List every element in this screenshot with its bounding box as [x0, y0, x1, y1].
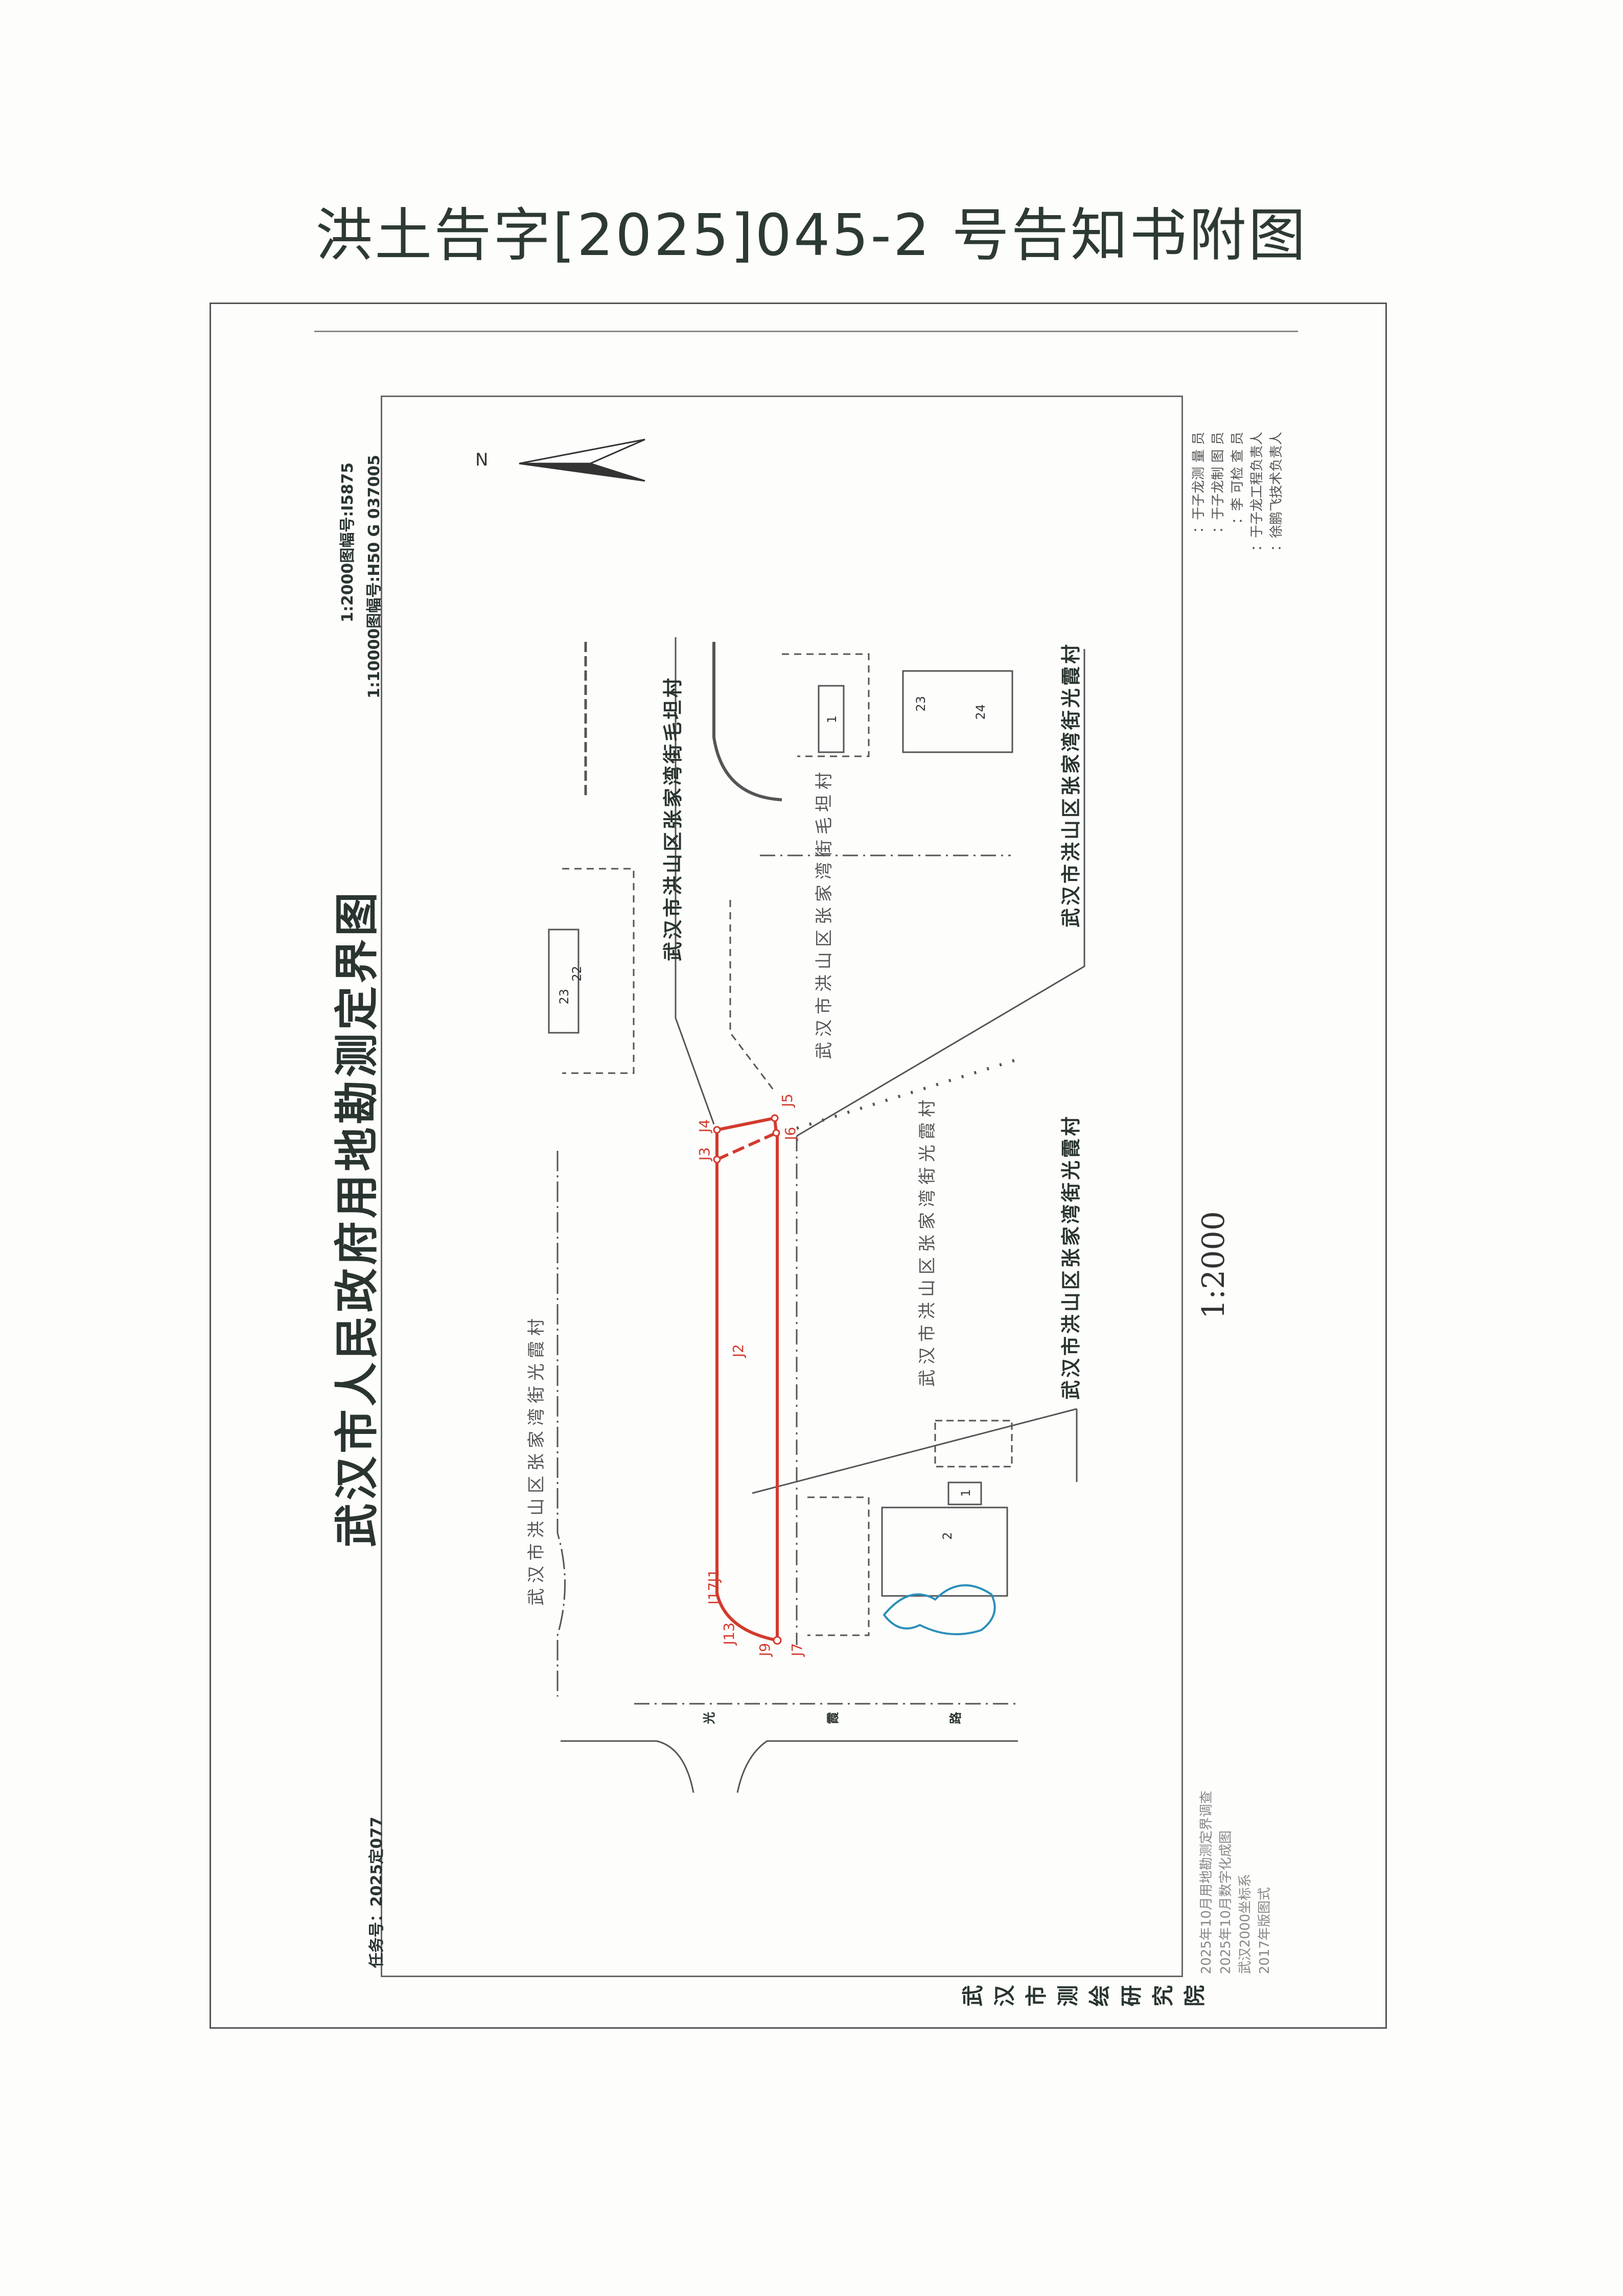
- point-label-j4: J4: [696, 1119, 713, 1133]
- curb-line: [712, 642, 782, 801]
- scale-label: 1:2000: [1196, 1211, 1232, 1319]
- road-label-char: 霞: [826, 1712, 840, 1724]
- dotted-line: [796, 1058, 1018, 1130]
- building-number: 24: [973, 704, 988, 720]
- building-outline: [947, 1481, 982, 1505]
- top-rule-divider: [314, 331, 1298, 332]
- road-line: [736, 1740, 1018, 1793]
- sheet-number-2000: 1:2000图幅号:I5875: [339, 462, 357, 623]
- building-outline: [902, 670, 1013, 753]
- north-label: N: [475, 450, 489, 470]
- village-label: 武汉市洪山区张家湾街光霞村: [917, 1095, 938, 1387]
- left-edge-line: [557, 1151, 566, 1697]
- institute-char: 究: [1150, 1985, 1176, 2007]
- legend-line: ：徐鹏飞技术负责人: [1269, 432, 1284, 552]
- village-label: 武汉市洪山区张家湾街毛坦村: [814, 767, 834, 1059]
- institute-char: 市: [1024, 1985, 1049, 2007]
- village-label: 武汉市洪山区张家湾街光霞村: [526, 1313, 547, 1606]
- boundary-point-markers: [713, 1114, 782, 1645]
- building-number: 1: [959, 1489, 973, 1497]
- outer-frame: [210, 303, 1387, 2029]
- dashed-line: [729, 900, 776, 1092]
- point-label-j3: J3: [696, 1147, 713, 1161]
- building-number: 2: [940, 1532, 955, 1540]
- institute-char: 研: [1119, 1985, 1144, 2007]
- pond-outline: [883, 1584, 996, 1635]
- map-title: 武汉市人民政府用地勘测定界图: [332, 889, 383, 1547]
- building-number: 23: [914, 696, 928, 712]
- building-outline: [881, 1506, 1008, 1597]
- legend-line: ：于子龙测 量 员: [1191, 432, 1207, 534]
- note-line: 2017年版图式: [1257, 1887, 1272, 1974]
- legend-line: ：于子龙工程负责人: [1249, 432, 1265, 552]
- village-label: 武汉市洪山区张家湾街光霞村: [1060, 1114, 1082, 1400]
- building-outline: [548, 929, 579, 1034]
- building-outline: [818, 685, 845, 753]
- road-edge-line: [675, 637, 715, 1125]
- parcel-boundary: [715, 1116, 779, 1642]
- road-line: [561, 1740, 694, 1793]
- road-label-char: 光: [702, 1712, 716, 1724]
- building-number: 1: [825, 715, 839, 724]
- dashed-line: [782, 653, 870, 757]
- dashed-line: [562, 868, 635, 1074]
- institute-char: 武: [960, 1985, 986, 2007]
- map-frame: [381, 396, 1183, 1977]
- institute-char: 汉: [992, 1985, 1017, 2007]
- point-label-j7: J7: [789, 1643, 805, 1657]
- document-title: 洪土告字[2025]045-2 号告知书附图: [315, 202, 1308, 269]
- point-label-j5: J5: [779, 1094, 796, 1107]
- point-label-j2: J2: [730, 1344, 747, 1358]
- note-line: 2025年10月数字化成图: [1218, 1830, 1234, 1974]
- point-label-j6: J6: [782, 1127, 799, 1141]
- institute-char: 院: [1182, 1985, 1208, 2007]
- note-line: 2025年10月用地勘测定界调查: [1199, 1790, 1214, 1974]
- point-label-j9: J9: [756, 1643, 773, 1657]
- point-label-j17j1: J17J1: [705, 1569, 722, 1605]
- point-label-j13: J13: [721, 1622, 737, 1645]
- institute-char: 测: [1055, 1985, 1081, 2007]
- north-arrow-icon: [519, 438, 645, 482]
- dashed-line: [807, 1496, 870, 1636]
- village-label: 武汉市洪山区张家湾街光霞村: [1060, 642, 1082, 928]
- building-number: 22: [570, 966, 584, 982]
- road-label-char: 路: [948, 1712, 963, 1724]
- village-boundary-line: [752, 1408, 1078, 1494]
- building-number: 23: [557, 989, 571, 1005]
- note-line: 武汉2000坐标系: [1238, 1873, 1253, 1974]
- sheet-number-10000: 1:10000图幅号:H50 G 037005: [365, 455, 383, 699]
- institute-name: 武 汉 市 测 绘 研 究 院: [961, 1980, 1208, 2011]
- task-number: 任务号：2025定077: [368, 1817, 386, 1968]
- institute-char: 绘: [1087, 1985, 1112, 2007]
- legend-line: ：李 可检 查 员: [1230, 432, 1245, 524]
- building-outline: [934, 1420, 1013, 1468]
- village-label: 武汉市洪山区张家湾街毛坦村: [662, 676, 684, 962]
- village-boundary-line: [796, 649, 1085, 1137]
- legend-line: ：于子龙制 图 员: [1211, 432, 1226, 534]
